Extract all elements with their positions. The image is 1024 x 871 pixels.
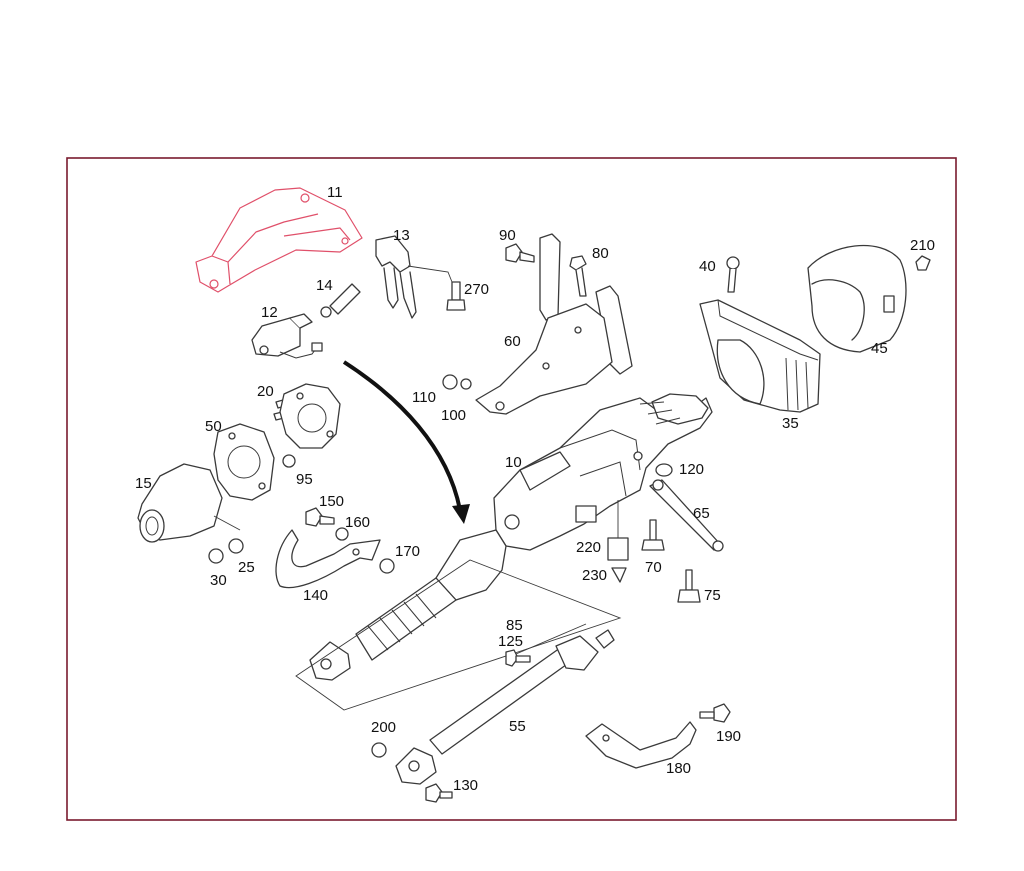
callout-160: 160 [345, 514, 370, 531]
callout-75: 75 [704, 587, 721, 604]
callout-11: 11 [327, 184, 343, 201]
callout-110: 110 [412, 389, 436, 406]
part-12-connector[interactable] [251, 313, 323, 359]
part-100-washer[interactable] [460, 378, 472, 390]
callout-80: 80 [592, 245, 609, 262]
part-70-bolt[interactable] [641, 519, 665, 551]
part-40-screw[interactable] [726, 256, 740, 293]
callout-100: 100 [441, 407, 466, 424]
part-flange-plate[interactable] [279, 383, 341, 449]
part-25-washer[interactable] [228, 538, 244, 554]
part-110-nut[interactable] [442, 374, 458, 390]
part-10-steering-column[interactable] [493, 393, 713, 551]
part-200-nut[interactable] [371, 742, 387, 758]
callout-40: 40 [699, 258, 716, 275]
callout-13: 13 [393, 227, 410, 244]
part-160-washer[interactable] [335, 527, 349, 541]
callout-125: 125 [498, 633, 523, 650]
part-170-nut[interactable] [379, 558, 395, 574]
callout-65: 65 [693, 505, 710, 522]
part-65-rod[interactable] [649, 479, 724, 552]
part-13-switch[interactable] [375, 235, 453, 319]
callout-90: 90 [499, 227, 516, 244]
callout-45: 45 [871, 340, 888, 357]
callout-35: 35 [782, 415, 799, 432]
part-45-trim-cover[interactable] [807, 244, 907, 353]
callout-220: 220 [576, 539, 601, 556]
part-55-intermediate-shaft[interactable] [395, 629, 615, 785]
part-140-bracket[interactable] [275, 529, 381, 589]
callout-120: 120 [679, 461, 704, 478]
assembly-direction-arrow [342, 360, 470, 524]
part-lower-shaft-boot[interactable] [309, 529, 507, 681]
callout-10: 10 [505, 454, 522, 471]
callout-130: 130 [453, 777, 478, 794]
part-80-bolt[interactable] [569, 255, 587, 297]
part-220-sleeve[interactable] [607, 537, 629, 561]
part-14-pin[interactable] [320, 283, 361, 318]
diagram-frame [66, 157, 957, 821]
part-270-bolt[interactable] [446, 281, 466, 311]
part-50-gasket[interactable] [213, 423, 275, 501]
callout-14: 14 [316, 277, 333, 294]
callout-55: 55 [509, 718, 526, 735]
callout-170: 170 [395, 543, 420, 560]
callout-25: 25 [238, 559, 255, 576]
callout-50: 50 [205, 418, 222, 435]
part-15-boot[interactable] [137, 463, 241, 543]
callout-270: 270 [464, 281, 489, 298]
callout-210: 210 [910, 237, 935, 254]
lower-shaft-group-outline [295, 559, 622, 711]
callout-230: 230 [582, 567, 607, 584]
callout-200: 200 [371, 719, 396, 736]
part-190-bolt[interactable] [699, 703, 731, 723]
callout-30: 30 [210, 572, 227, 589]
callout-95: 95 [296, 471, 313, 488]
callout-140: 140 [303, 587, 328, 604]
part-85-lead [515, 623, 587, 655]
callout-15: 15 [135, 475, 152, 492]
callout-12: 12 [261, 304, 278, 321]
part-90-bolt[interactable] [505, 243, 535, 263]
part-75-bolt[interactable] [677, 569, 701, 603]
callout-150: 150 [319, 493, 344, 510]
callout-180: 180 [666, 760, 691, 777]
callout-70: 70 [645, 559, 662, 576]
part-60-bracket[interactable] [475, 233, 633, 415]
part-130-bolt[interactable] [425, 783, 453, 803]
callout-20: 20 [257, 383, 274, 400]
part-230-cap[interactable] [611, 567, 627, 583]
part-30-nut[interactable] [208, 548, 224, 564]
part-150-bolt[interactable] [305, 507, 335, 527]
part-120-washer[interactable] [655, 463, 673, 477]
part-210-screw[interactable] [915, 255, 931, 271]
callout-190: 190 [716, 728, 741, 745]
part-125-bolt[interactable] [505, 649, 531, 667]
part-11-cover[interactable] [195, 187, 363, 293]
callout-60: 60 [504, 333, 521, 350]
part-95-washer[interactable] [282, 454, 296, 468]
callout-85: 85 [506, 617, 523, 634]
part-180-bracket[interactable] [585, 721, 697, 769]
part-35-trim-cover[interactable] [699, 299, 821, 413]
